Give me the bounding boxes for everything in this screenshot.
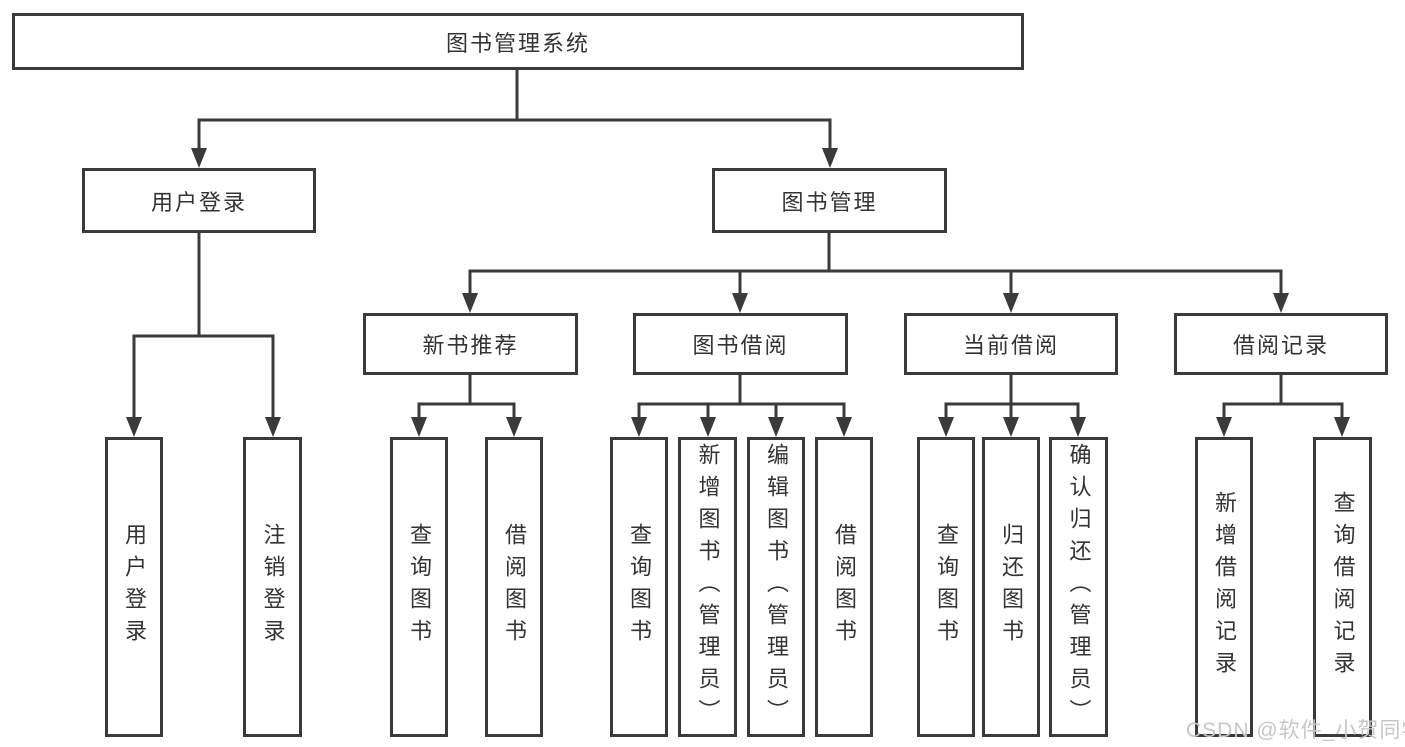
node-label: 查询图书 xyxy=(627,523,652,651)
node-label: 用户登录 xyxy=(150,189,247,215)
arrow-to-current-borrow xyxy=(1003,269,1019,313)
leaf-query-books-3: 查询图书 xyxy=(917,437,975,737)
leaf-confirm-return-admin: 确认归还（管理员） xyxy=(1049,437,1108,737)
leaf-logout: 注销登录 xyxy=(243,437,302,737)
edge-borrow-records-split xyxy=(1222,373,1344,406)
arrow-to-new-book-recommend xyxy=(462,269,478,313)
leaf-borrow-books-2: 借阅图书 xyxy=(815,437,873,737)
node-label: 图书管理 xyxy=(781,189,878,215)
leaf-edit-book-admin: 编辑图书（管理员） xyxy=(747,437,805,737)
leaf-add-book-admin: 新增图书（管理员） xyxy=(678,437,737,737)
csdn-watermark: CSDN @软件_小贺同学 xyxy=(1186,719,1405,742)
node-label: 编辑图书（管理员） xyxy=(764,443,789,731)
arrow-to-borrow-records xyxy=(1273,269,1289,313)
leaf-borrow-books-1: 借阅图书 xyxy=(485,437,543,737)
node-label: 用户登录 xyxy=(122,523,147,651)
arrow-to-leaf-user-login xyxy=(126,334,142,437)
leaf-user-login: 用户登录 xyxy=(105,437,163,737)
arrow-to-confirm-return-admin xyxy=(1070,402,1086,437)
node-label: 图书借阅 xyxy=(692,333,789,358)
arrow-to-borrow-books-1 xyxy=(506,402,522,437)
node-label: 归还图书 xyxy=(999,523,1024,651)
arrow-to-leaf-logout xyxy=(265,334,281,437)
edge-root-to-level2 xyxy=(197,68,832,122)
node-borrow-records: 借阅记录 xyxy=(1174,313,1388,375)
edge-current-borrow-split xyxy=(944,373,1080,406)
node-label: 借阅记录 xyxy=(1232,333,1329,358)
node-label: 注销登录 xyxy=(260,523,286,651)
node-label: 查询借阅记录 xyxy=(1330,491,1356,683)
leaf-return-books: 归还图书 xyxy=(982,437,1040,737)
arrow-to-query-books-3 xyxy=(938,402,954,437)
leaf-add-borrow-record: 新增借阅记录 xyxy=(1195,437,1253,737)
node-label: 查询图书 xyxy=(934,523,959,651)
leaf-query-books-1: 查询图书 xyxy=(390,437,448,737)
arrow-to-query-books-2 xyxy=(631,402,647,437)
node-label: 借阅图书 xyxy=(502,523,527,651)
node-root: 图书管理系统 xyxy=(12,13,1024,70)
arrow-to-user-login xyxy=(191,118,207,168)
arrow-to-return-books xyxy=(1003,402,1019,437)
node-label: 确认归还（管理员） xyxy=(1066,443,1092,731)
arrow-to-add-book-admin xyxy=(700,402,716,437)
node-label: 当前借阅 xyxy=(962,333,1059,358)
leaf-query-books-2: 查询图书 xyxy=(610,437,668,737)
node-label: 新增图书（管理员） xyxy=(695,443,721,731)
node-current-borrow: 当前借阅 xyxy=(904,313,1118,375)
node-label: 新书推荐 xyxy=(422,333,519,358)
edge-book-borrow-split xyxy=(637,373,846,406)
edge-user-login-split xyxy=(132,231,275,338)
arrow-to-query-books-1 xyxy=(411,402,427,437)
node-label: 图书管理系统 xyxy=(445,30,590,56)
node-label: 新增借阅记录 xyxy=(1212,491,1237,683)
arrow-to-add-borrow-record xyxy=(1216,402,1232,437)
arrow-to-borrow-books-2 xyxy=(836,402,852,437)
node-book-management: 图书管理 xyxy=(712,168,947,233)
node-label: 查询图书 xyxy=(407,523,432,651)
arrow-to-book-borrow xyxy=(732,269,748,313)
arrow-to-query-borrow-record xyxy=(1334,402,1350,437)
leaf-query-borrow-record: 查询借阅记录 xyxy=(1313,437,1372,737)
node-new-book-recommend: 新书推荐 xyxy=(363,313,578,375)
edge-new-book-recommend-split xyxy=(417,373,516,406)
node-label: 借阅图书 xyxy=(832,523,857,651)
node-user-login: 用户登录 xyxy=(82,168,316,233)
arrow-to-edit-book-admin xyxy=(768,402,784,437)
edge-book-management-split xyxy=(468,231,1283,273)
arrow-to-book-management xyxy=(822,118,838,168)
node-book-borrow: 图书借阅 xyxy=(633,313,848,375)
